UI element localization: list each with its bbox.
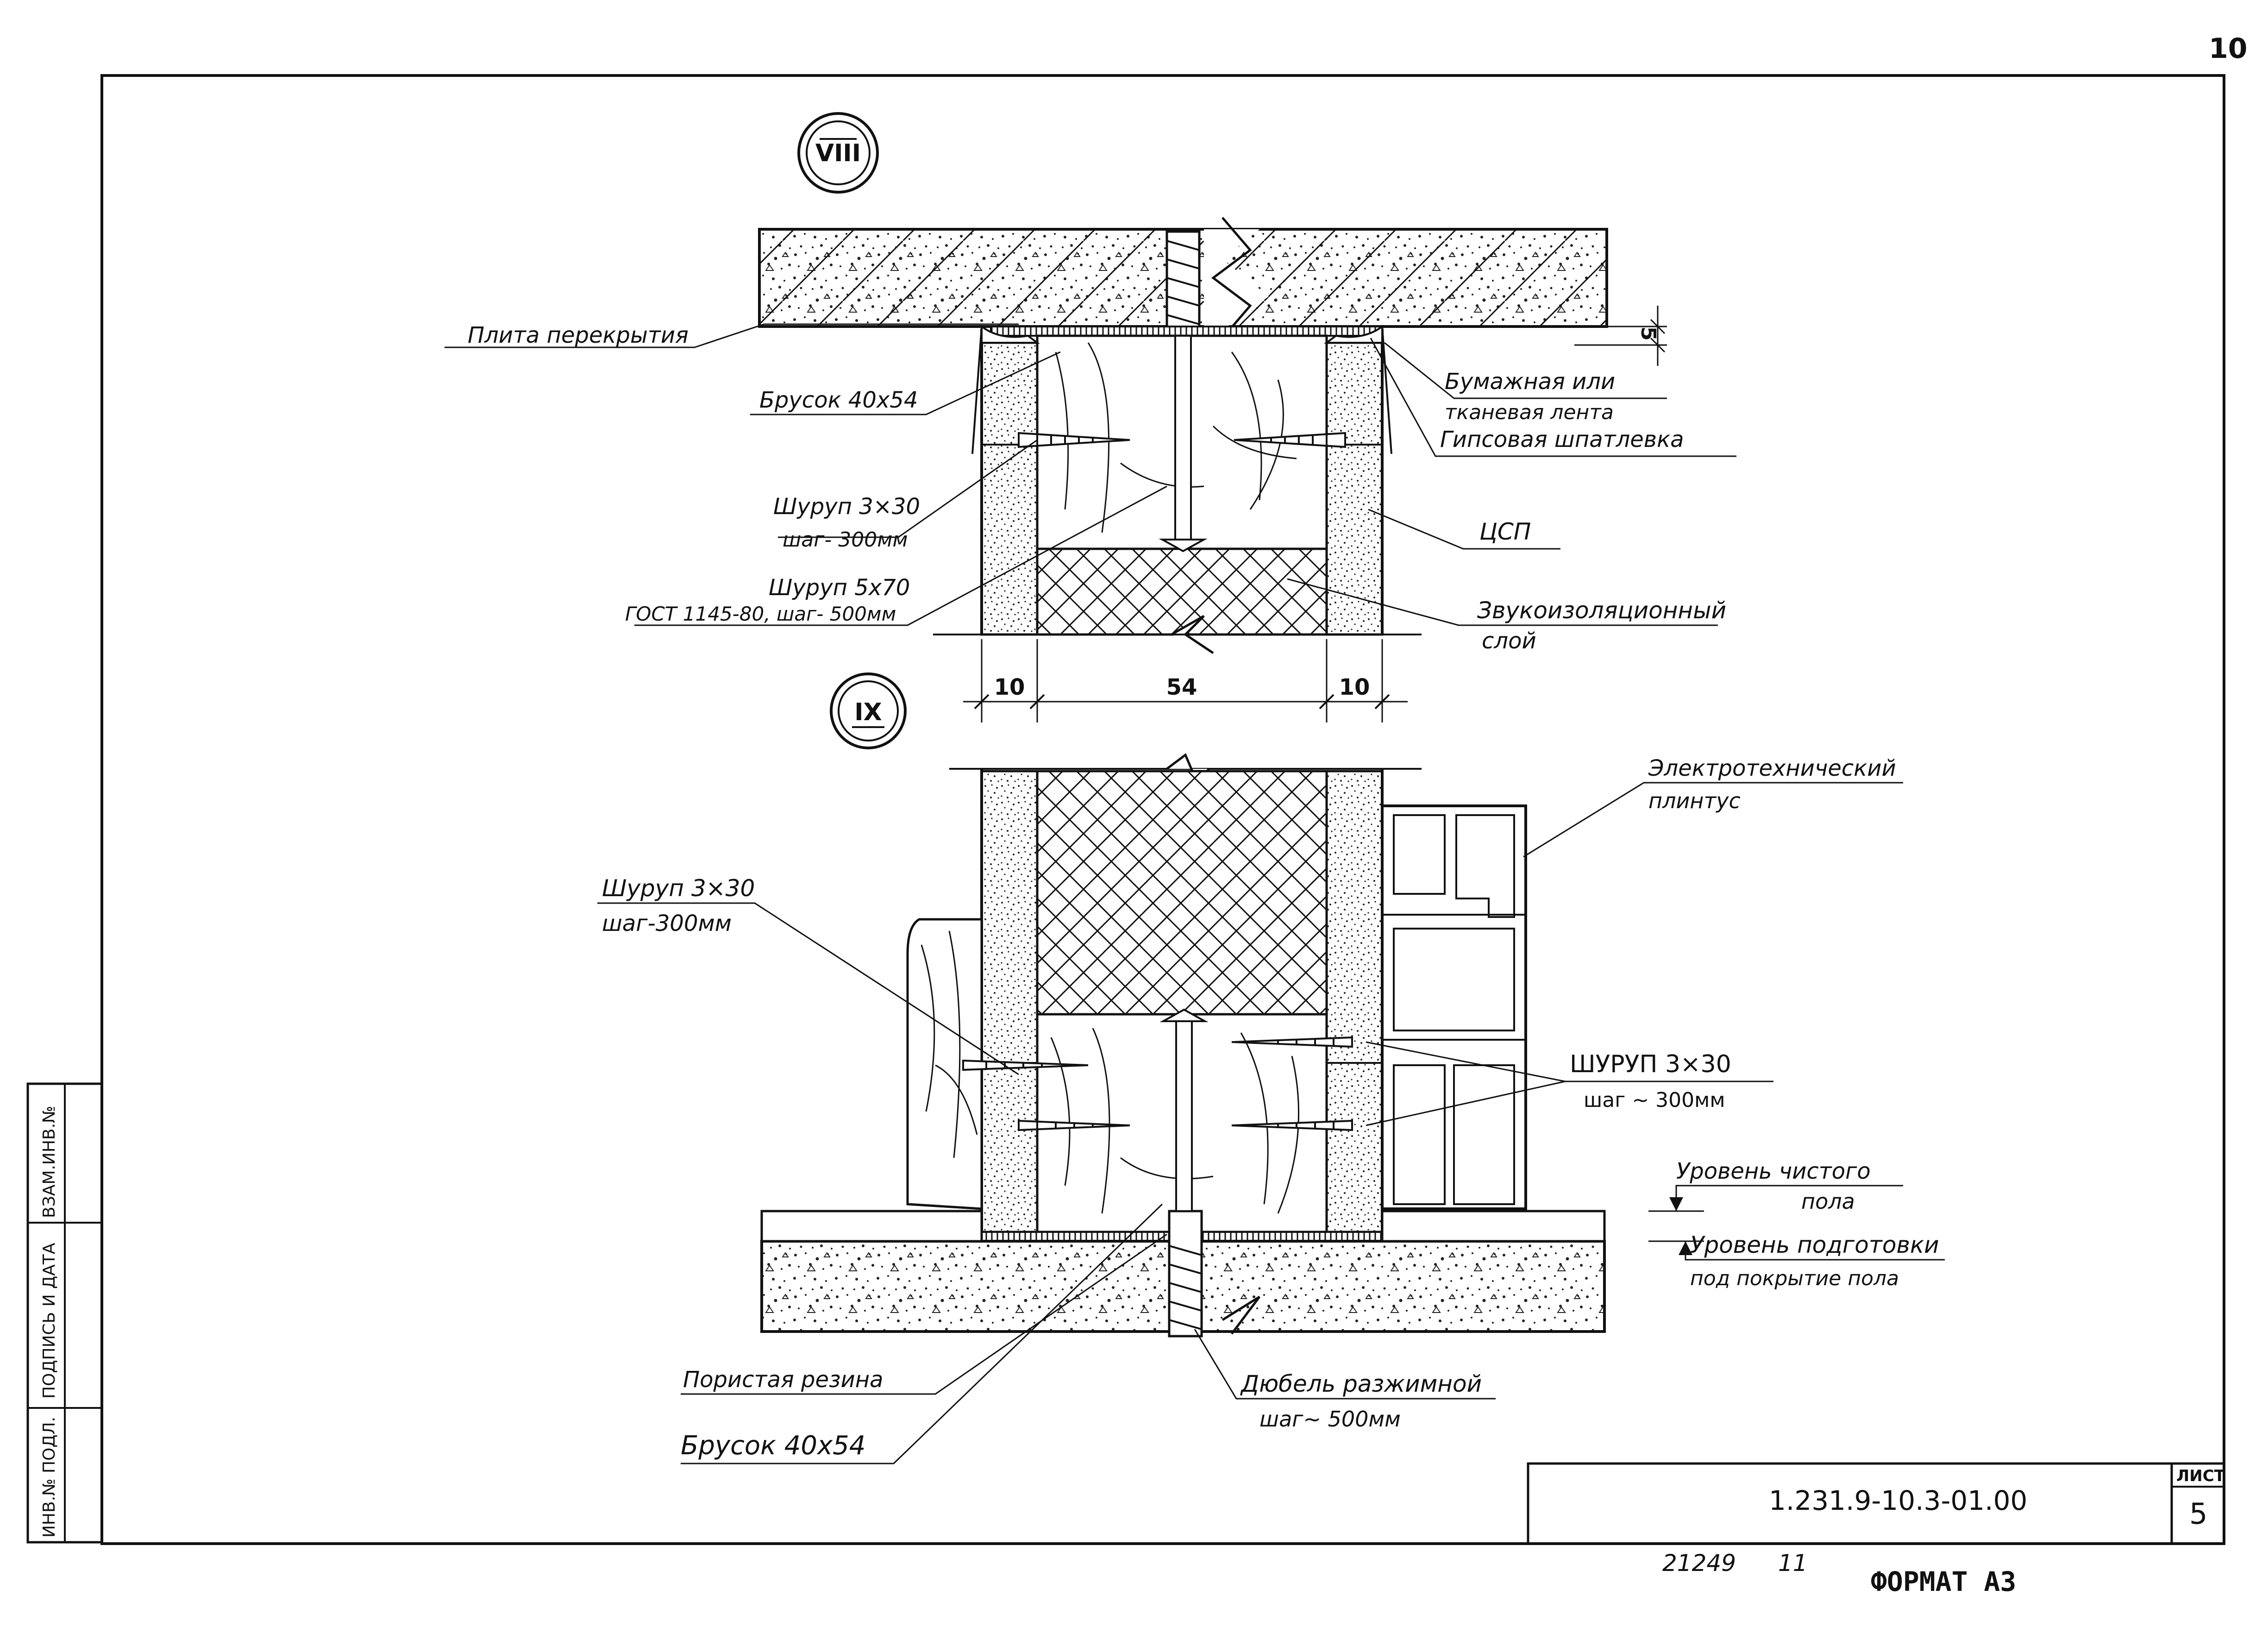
svg-text:5: 5	[1636, 327, 1660, 341]
screw-bottom-left-2	[1018, 1119, 1130, 1131]
section-label-ix: IX	[854, 698, 882, 726]
handwritten-note-1: 21249	[1662, 1550, 1736, 1577]
electro-plinth	[1381, 804, 1527, 1210]
label-shurup-right: ШУРУП 3×30	[1570, 1050, 1731, 1078]
label-plintus-1: Электротехнический	[1648, 755, 1896, 781]
label-dubel-1: Дюбель разжимной	[1240, 1370, 1482, 1397]
sheet-number: 5	[2189, 1497, 2207, 1531]
label-shurup-top: Шуруп 3×30	[773, 494, 920, 520]
tsp-right-top	[1325, 341, 1384, 636]
label-rezina: Пористая резина	[683, 1367, 883, 1393]
label-zvuko-1: Звукоизоляционный	[1477, 597, 1726, 624]
label-brusok-top: Брусок 40х54	[759, 387, 918, 413]
rubber-strip-top	[990, 326, 1381, 337]
label-uroven-podg-2: под покрытие пола	[1690, 1267, 1899, 1290]
sheet-label: ЛИСТ	[2176, 1467, 2225, 1485]
handwritten-note-2: 11	[1778, 1550, 1808, 1577]
label-zvuko-2: слой	[1482, 628, 1536, 654]
document-code: 1.231.9-10.3-01.00	[1769, 1485, 2027, 1516]
tsp-left-top	[980, 341, 1039, 636]
screw-top-right	[1234, 432, 1346, 448]
label-shurup-right-step: шаг ~ 300мм	[1584, 1088, 1725, 1112]
label-lenta-2: тканевая лента	[1445, 401, 1614, 424]
screw-top-vertical	[1159, 335, 1208, 553]
section-viii: VIII	[758, 112, 1667, 654]
label-shurup-5x70: Шуруп 5х70	[769, 575, 910, 601]
arrow-heads	[1669, 1197, 1692, 1255]
label-gost: ГОСТ 1145-80, шаг- 500мм	[625, 603, 896, 625]
label-uroven-chist-1: Уровень чистого	[1676, 1158, 1871, 1184]
label-tssp: ЦСП	[1479, 518, 1531, 545]
sound-insulation-bottom	[1036, 770, 1328, 1016]
label-shurup-top-step: шаг- 300мм	[783, 528, 908, 552]
stamp-inv-podl: ИНВ.№ ПОДЛ.	[40, 1417, 59, 1538]
label-plintus-2: плинтус	[1648, 788, 1741, 813]
title-block: ЛИСТ 5 1.231.9-10.3-01.00	[1527, 1462, 2225, 1545]
dim-gap-5: 5	[1385, 306, 1667, 366]
dim-middle: 54	[1166, 674, 1197, 700]
label-brusok-bottom: Брусок 40х54	[681, 1431, 865, 1461]
label-uroven-podg-1: Уровень подготовки	[1690, 1231, 1939, 1258]
label-shurup-left: Шуруп 3×30	[602, 875, 755, 902]
putty-right	[1324, 325, 1383, 344]
wooden-skirting	[906, 918, 983, 1210]
section-marker-viii	[797, 112, 879, 194]
label-uroven-chist-2: пола	[1801, 1189, 1855, 1214]
screw-bottom-vertical	[1175, 1020, 1193, 1212]
sound-insulation-top	[1036, 547, 1328, 636]
section-marker-ix	[830, 672, 907, 749]
screw-bottom-right-2	[1231, 1119, 1353, 1131]
drawing-frame	[100, 74, 2225, 1545]
label-shpatlevka: Гипсовая шпатлевка	[1440, 427, 1684, 452]
putty-left	[981, 325, 1040, 344]
tsp-right-bottom	[1325, 770, 1384, 1233]
screw-bottom-right-1	[1231, 1036, 1353, 1048]
label-lenta-1: Бумажная или	[1445, 369, 1615, 395]
dim-right: 10	[1339, 674, 1370, 700]
format-label: ФОРМАТ А3	[1871, 1566, 2016, 1597]
label-dubel-2: шаг~ 500мм	[1259, 1407, 1401, 1432]
stamp-podpis-data: ПОДПИСЬ И ДАТА	[40, 1243, 59, 1399]
page-number: 10	[2209, 32, 2248, 65]
dimension-row: 10 54 10	[963, 639, 1408, 722]
side-stamp: ИНВ.№ ПОДЛ. ПОДПИСЬ И ДАТА ВЗАМ.ИНВ.№	[26, 1082, 103, 1544]
section-label-viii: VIII	[815, 139, 861, 167]
label-plita: Плита перекрытия	[468, 322, 689, 348]
dowel-bottom	[1168, 1210, 1203, 1338]
section-ix: IX	[760, 672, 1606, 1338]
tsp-left-bottom	[980, 770, 1039, 1233]
dim-left: 10	[994, 674, 1025, 700]
label-shurup-left-step: шаг-300мм	[602, 911, 732, 936]
stamp-vzam-inv: ВЗАМ.ИНВ.№	[40, 1106, 59, 1219]
leaders	[445, 323, 1945, 1464]
